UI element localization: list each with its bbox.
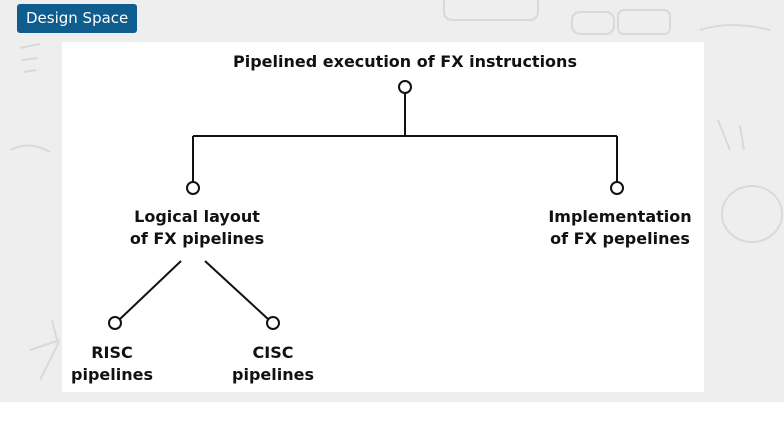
logical-label-line1: Logical layout: [134, 207, 260, 226]
root-label: Pipelined execution of FX instructions: [155, 51, 655, 73]
cisc-label-line1: CISC: [252, 343, 294, 362]
cisc-label: CISC pipelines: [227, 342, 319, 386]
risc-label: RISC pipelines: [67, 342, 157, 386]
background-doodles: [9, 0, 783, 381]
implementation-node-circle: [610, 181, 624, 195]
logical-label-line2: of FX pipelines: [129, 229, 265, 248]
root-label-text: Pipelined execution of FX instructions: [233, 52, 577, 71]
risc-branch: [119, 260, 182, 320]
implementation-label: Implementation of FX pepelines: [540, 206, 700, 250]
logical-label: Logical layout of FX pipelines: [102, 206, 292, 250]
cisc-node-circle: [266, 316, 280, 330]
tree-connectors: [108, 80, 624, 330]
cisc-branch: [204, 260, 269, 320]
risc-node-circle: [108, 316, 122, 330]
implementation-label-line2: of FX pepelines: [550, 229, 690, 248]
cisc-label-line2: pipelines: [232, 365, 314, 384]
risc-label-line1: RISC: [91, 343, 133, 362]
risc-label-line2: pipelines: [71, 365, 153, 384]
logical-node-circle: [186, 181, 200, 195]
root-node-circle: [398, 80, 412, 94]
implementation-label-line1: Implementation: [548, 207, 692, 226]
diagram-panel: Pipelined execution of FX instructions L…: [62, 42, 704, 392]
section-badge: Design Space: [17, 4, 138, 33]
